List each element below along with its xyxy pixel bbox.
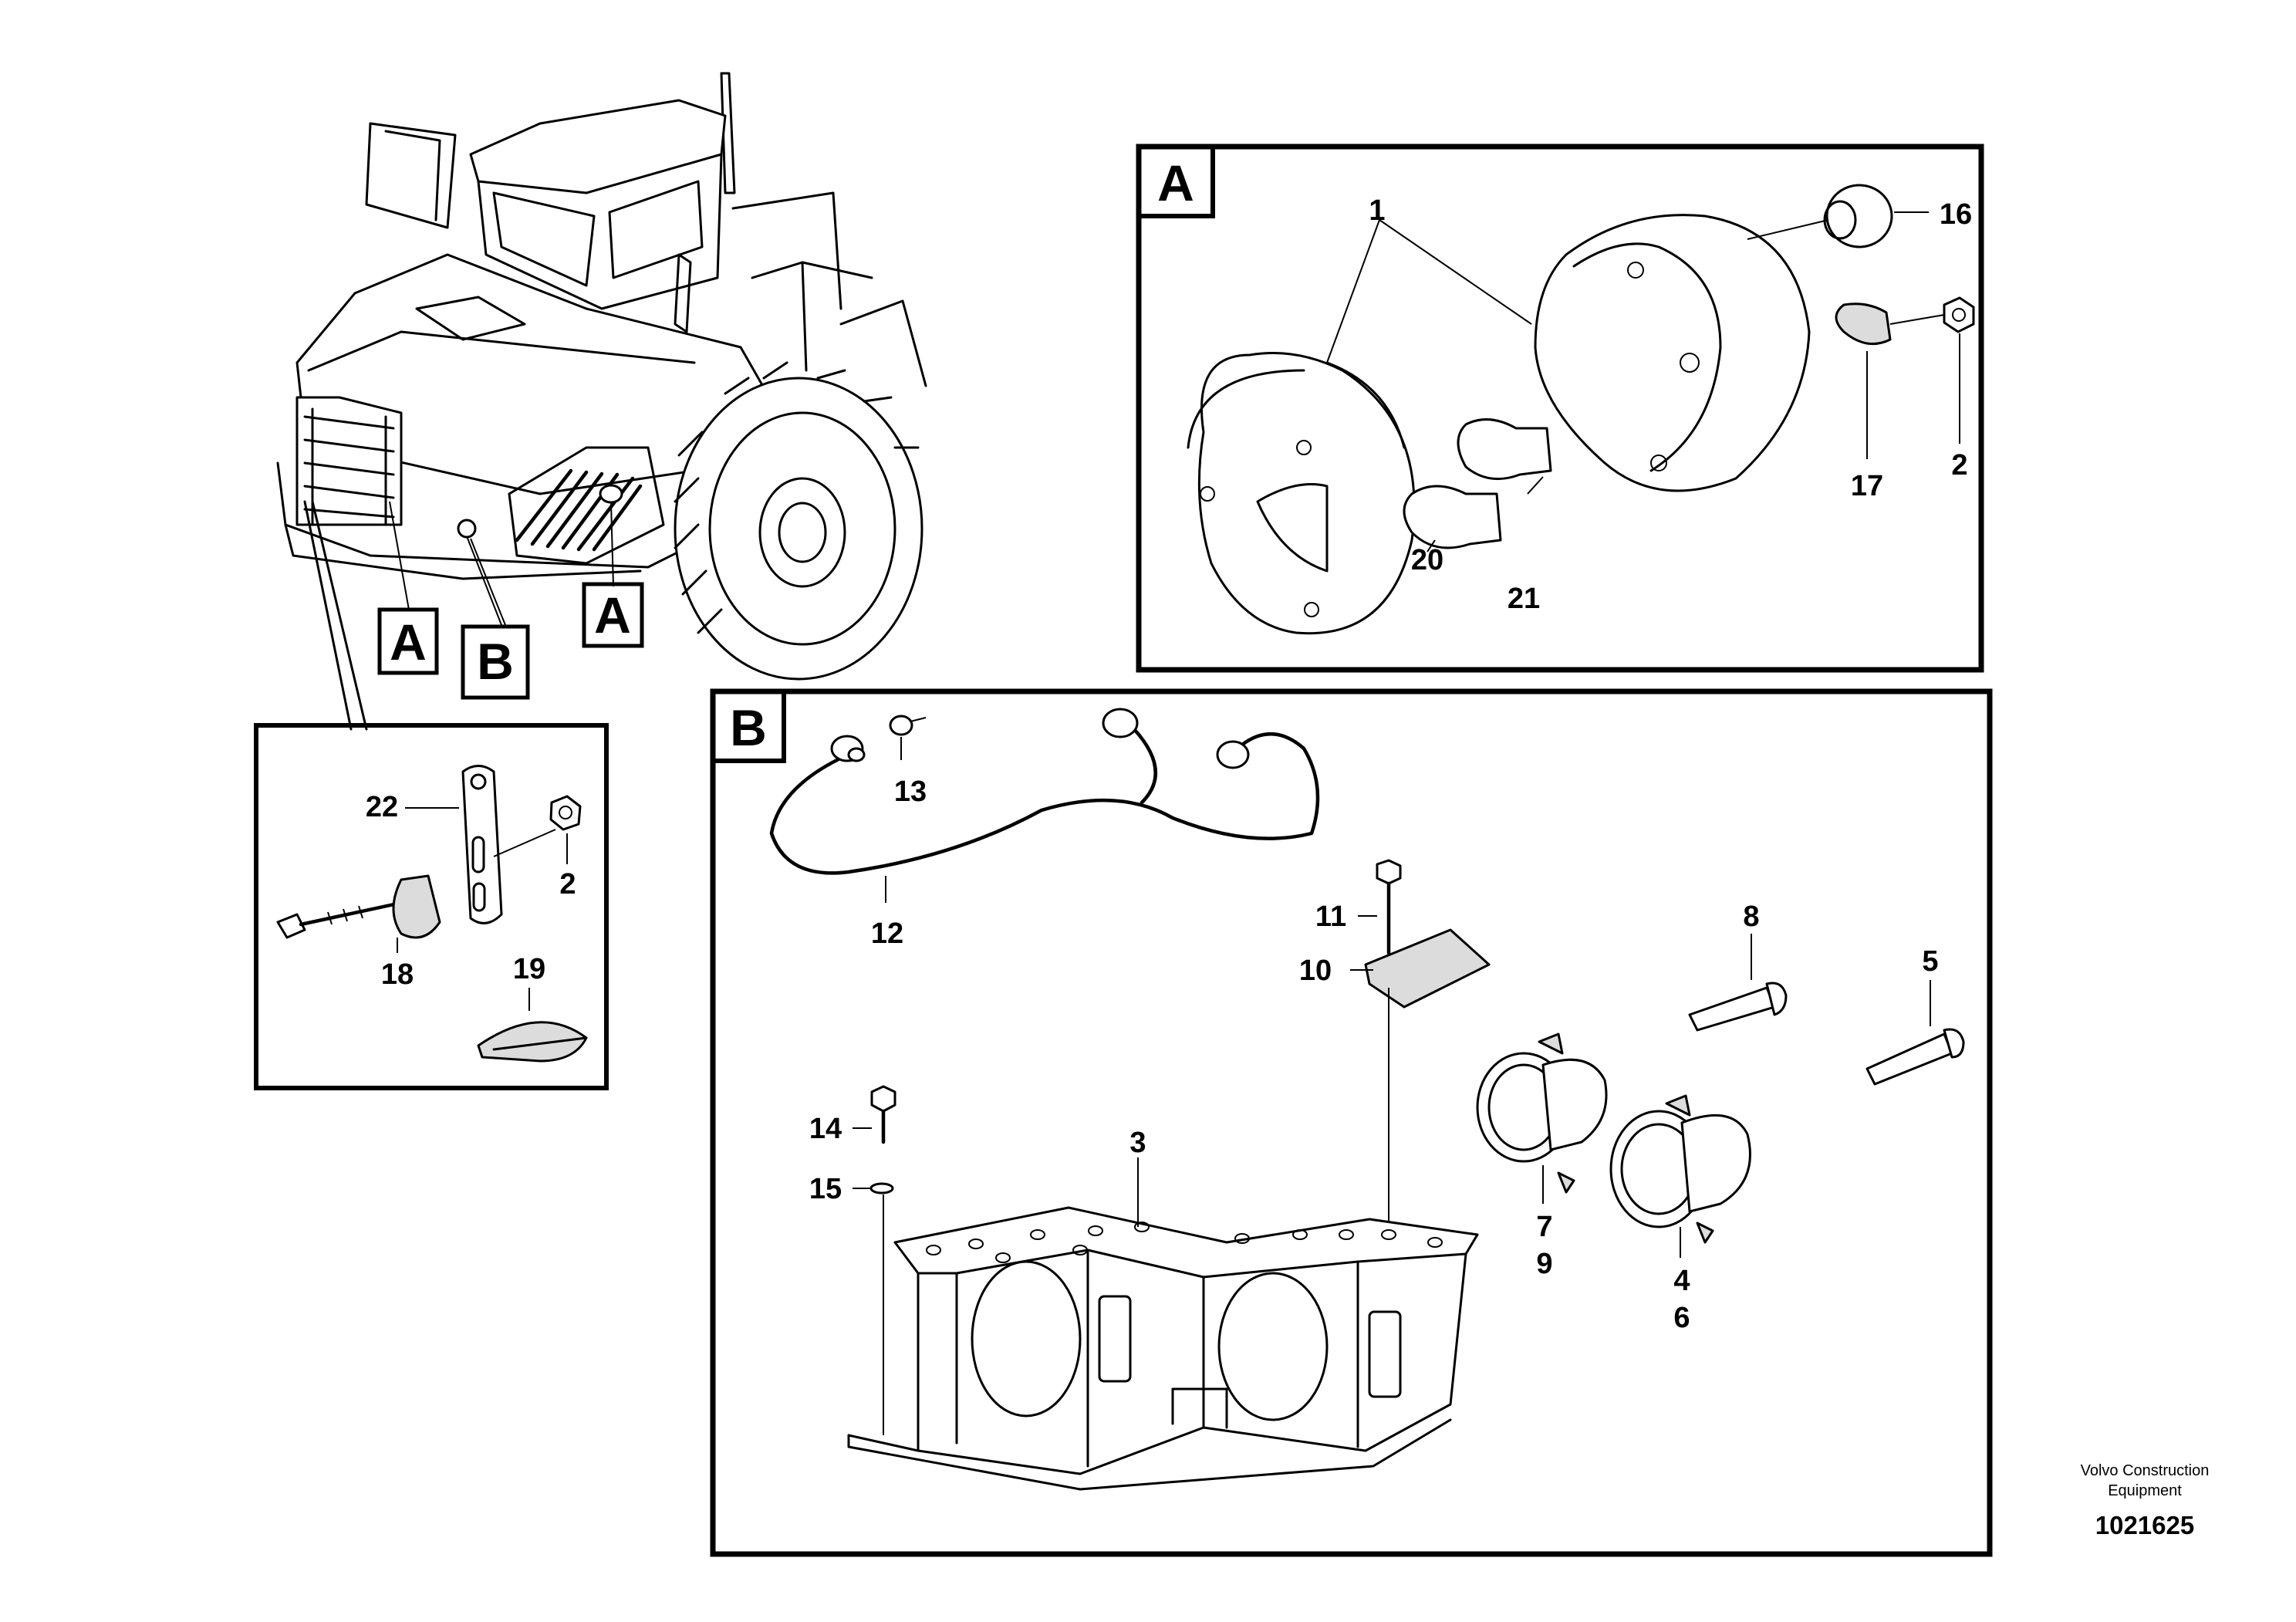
detail-label-a-left: A (377, 607, 439, 675)
inset-bracket-detail (254, 723, 609, 1090)
callout-10: 10 (1299, 955, 1332, 987)
callout-2-box-a: 2 (1951, 449, 1967, 482)
callout-8: 8 (1743, 901, 1759, 933)
callout-6: 6 (1673, 1302, 1690, 1334)
svg-text:B: B (730, 699, 767, 756)
callout-17: 17 (1851, 470, 1883, 502)
detail-box-b: B (710, 688, 1993, 1557)
callout-13: 13 (894, 776, 927, 808)
headlamp-right (1609, 1094, 1751, 1244)
detail-label-a-right: A (582, 582, 644, 648)
callout-20: 20 (1411, 544, 1443, 576)
callout-18: 18 (381, 958, 414, 991)
headlamp-left (1476, 1032, 1608, 1194)
callout-16: 16 (1940, 198, 1972, 231)
svg-text:B: B (477, 633, 514, 690)
svg-text:A: A (390, 613, 427, 671)
callout-1: 1 (1369, 194, 1385, 227)
document-number: 1021625 (2095, 1511, 2194, 1539)
brand-line-2: Equipment (2108, 1482, 2182, 1499)
svg-text:A: A (1157, 154, 1194, 211)
callout-15: 15 (809, 1173, 842, 1205)
detail-box-a: A (1136, 144, 1984, 673)
callout-5: 5 (1922, 945, 1938, 978)
articulated-hauler-illustration (276, 72, 927, 731)
callout-14: 14 (809, 1113, 842, 1145)
callout-19: 19 (513, 953, 545, 985)
callout-21: 21 (1508, 583, 1540, 615)
callout-3: 3 (1129, 1127, 1146, 1159)
callout-11: 11 (1315, 901, 1346, 933)
callout-12: 12 (871, 917, 903, 950)
detail-label-b: B (461, 624, 530, 700)
front-wheel (674, 361, 923, 681)
svg-text:A: A (594, 586, 631, 644)
callout-22: 22 (366, 791, 398, 823)
callout-2-inset: 2 (559, 868, 576, 901)
brand-line-1: Volvo Construction (2081, 1462, 2210, 1479)
callout-9: 9 (1536, 1248, 1552, 1280)
callout-7: 7 (1536, 1211, 1552, 1243)
callout-4: 4 (1673, 1265, 1690, 1297)
